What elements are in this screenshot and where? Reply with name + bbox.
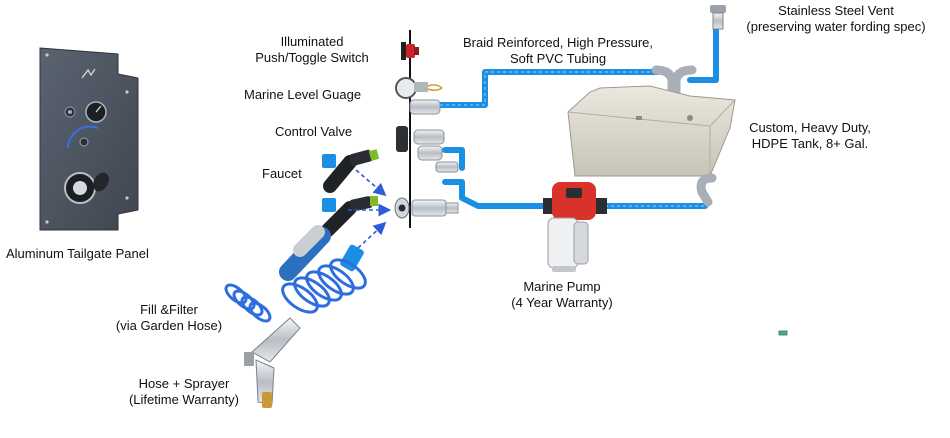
tank-outlet-elbow xyxy=(696,173,717,207)
label-faucet: Faucet xyxy=(262,166,302,181)
label-tank: Custom, Heavy Duty, HDPE Tank, 8+ Gal. xyxy=(749,120,871,151)
label-level-gauge: Marine Level Guage xyxy=(244,87,362,102)
coiled-hose-large xyxy=(281,258,367,314)
label-control-valve: Control Valve xyxy=(275,124,353,139)
label-tubing: Braid Reinforced, High Pressure, Soft PV… xyxy=(462,35,654,66)
level-gauge xyxy=(395,77,443,99)
label-vent: Stainless Steel Vent (preserving water f… xyxy=(746,3,926,34)
hdpe-tank xyxy=(567,85,736,177)
label-hose-sprayer: Hose + Sprayer (Lifetime Warranty) xyxy=(128,376,240,407)
coiled-hose-small xyxy=(224,283,272,323)
valve-lever-icon xyxy=(66,125,99,149)
label-fill-filter: Fill &Filter (via Garden Hose) xyxy=(115,302,223,333)
control-valve xyxy=(396,99,459,173)
hose-sprayer xyxy=(244,317,301,408)
faucet xyxy=(322,149,380,193)
flow-arrows xyxy=(348,169,392,249)
label-tailgate-panel: Aluminum Tailgate Panel xyxy=(6,246,149,261)
small-marker xyxy=(778,330,788,336)
push-toggle-switch xyxy=(401,42,419,60)
tailgate-panel xyxy=(39,47,139,231)
vent-elbows xyxy=(651,65,697,99)
inlet-fitting xyxy=(394,197,459,219)
label-pump: Marine Pump (4 Year Warranty) xyxy=(511,279,613,310)
label-switch: Illuminated Push/Toggle Switch xyxy=(255,34,369,65)
marine-pump xyxy=(543,182,607,272)
stainless-steel-vent xyxy=(710,5,726,30)
garden-hose-filter xyxy=(279,196,378,281)
logo-icon xyxy=(81,68,96,79)
